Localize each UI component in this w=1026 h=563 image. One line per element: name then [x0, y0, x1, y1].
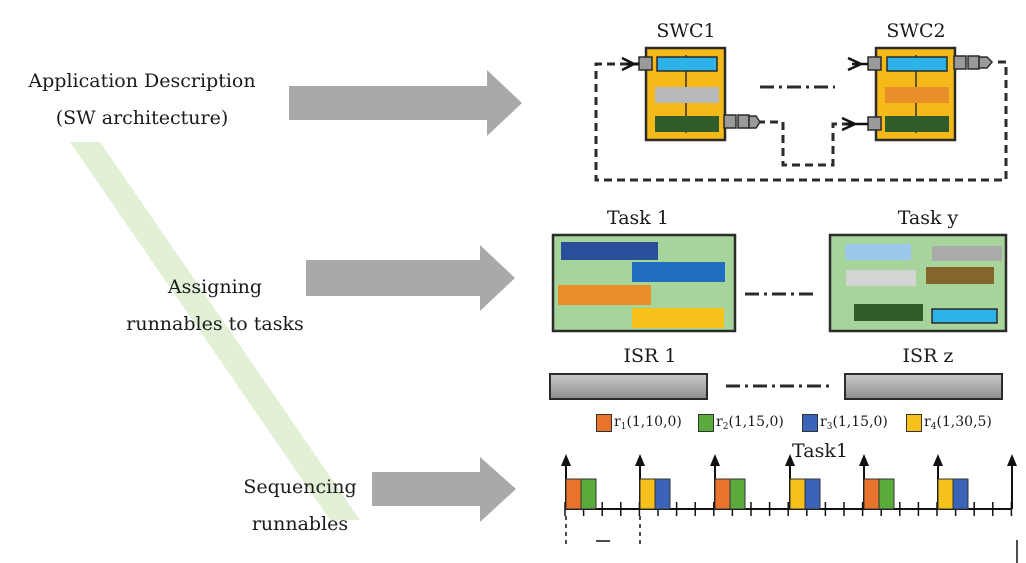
swc1-out-port-b — [737, 114, 750, 129]
timeline-title: Task1 — [792, 440, 848, 462]
tasky-runnable-brown — [926, 267, 994, 284]
exec-block-4 — [937, 478, 954, 510]
stage-1-line-1: Application Description — [28, 70, 256, 92]
tasky-runnable-lightblue — [845, 244, 911, 260]
legend-swatch-r4 — [906, 414, 922, 432]
isrz-bar — [844, 373, 1003, 400]
exec-block-3 — [952, 478, 969, 510]
legend-label-r4: r4(1,30,5) — [924, 414, 992, 432]
stage-application-description: Application Description (SW architecture… — [8, 66, 276, 133]
task1-title: Task 1 — [607, 207, 669, 229]
swc2-runnable-orange — [885, 87, 949, 103]
legend-swatch-r3 — [802, 414, 818, 432]
stage-1-line-2: (SW architecture) — [55, 107, 229, 129]
isr1-bar — [549, 373, 708, 400]
exec-block-2 — [580, 478, 597, 510]
isr-group — [549, 373, 1003, 400]
tasky-title: Task y — [897, 207, 959, 229]
period-arrowhead — [785, 454, 795, 466]
stage-3-line-2: runnables — [251, 513, 349, 535]
period-arrowhead — [710, 454, 720, 466]
period-arrowhead — [1007, 454, 1017, 466]
task1-runnable-blue — [632, 262, 725, 282]
stage-2-line-1: Assigning — [167, 276, 263, 298]
swc1-in-port — [638, 56, 653, 71]
swc1-out-port-a — [723, 114, 737, 129]
legend-item-r2: r2(1,15,0) — [698, 414, 784, 432]
legend-label-r3: r3(1,15,0) — [820, 414, 888, 432]
stage-sequencing-runnables: Sequencing runnables — [200, 472, 400, 539]
task-assignment — [551, 233, 1008, 333]
swc2-out-port-a — [953, 55, 967, 70]
exec-block-4 — [789, 478, 806, 510]
period-arrowhead — [933, 454, 943, 466]
swc1-runnable-blue — [656, 56, 718, 72]
tasky-runnable-darkgreen — [854, 304, 923, 321]
exec-block-1 — [565, 478, 582, 510]
arrow-stage-1 — [289, 70, 522, 136]
exec-block-3 — [804, 478, 821, 510]
period-arrowhead — [859, 454, 869, 466]
isr1-title: ISR 1 — [623, 345, 677, 367]
task1-timeline — [561, 454, 1018, 563]
exec-block-3 — [654, 478, 671, 510]
swc1-runnable-green — [655, 116, 719, 132]
swc2-in-port-bottom — [867, 116, 882, 131]
swc-architecture — [594, 46, 1008, 182]
stage-2-line-2: runnables to tasks — [126, 313, 304, 335]
task1-runnable-navy — [561, 242, 658, 260]
exec-block-2 — [878, 478, 895, 510]
tasky-runnable-cyan — [931, 308, 998, 324]
task1-runnable-orange — [558, 285, 651, 305]
swc2-in-port-top — [867, 56, 882, 71]
swc1-title: SWC1 — [656, 20, 716, 42]
swc2-runnable-blue — [886, 56, 948, 72]
legend-swatch-r2 — [698, 414, 714, 432]
exec-block-1 — [863, 478, 880, 510]
stage-3-line-1: Sequencing — [243, 476, 357, 498]
arrow-stage-2 — [306, 245, 515, 311]
legend-swatch-r1 — [596, 414, 612, 432]
legend-item-r4: r4(1,30,5) — [906, 414, 992, 432]
dashed-feedback-loop — [594, 60, 1008, 182]
legend-item-r3: r3(1,15,0) — [802, 414, 888, 432]
stage-assigning-runnables: Assigning runnables to tasks — [90, 272, 340, 339]
dashed-swc-link — [757, 120, 849, 167]
swc2-title: SWC2 — [886, 20, 946, 42]
period-arrowhead — [561, 454, 571, 466]
task1-runnable-yellow — [632, 308, 724, 328]
exec-block-4 — [639, 478, 656, 510]
tasky-runnable-lightgrey — [846, 270, 916, 286]
swc1-runnable-grey — [655, 87, 719, 103]
swc2-runnable-green — [885, 116, 949, 132]
legend-label-r1: r1(1,10,0) — [614, 414, 682, 432]
exec-block-2 — [729, 478, 746, 510]
isrz-title: ISR z — [902, 345, 954, 367]
legend-label-r2: r2(1,15,0) — [716, 414, 784, 432]
arrow-stage-3 — [372, 457, 516, 522]
exec-block-1 — [714, 478, 731, 510]
swc2-out-port-b — [967, 55, 980, 70]
diagonal-band — [70, 142, 360, 520]
legend-item-r1: r1(1,10,0) — [596, 414, 682, 432]
period-arrowhead — [635, 454, 645, 466]
tasky-runnable-grey — [932, 246, 1002, 261]
